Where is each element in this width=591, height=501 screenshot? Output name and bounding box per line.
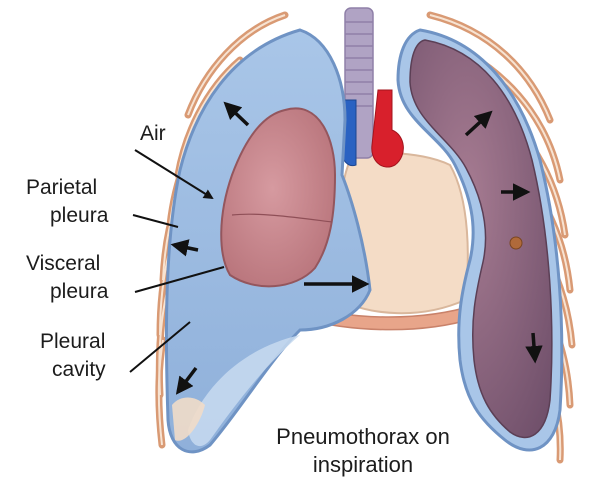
- label-air: Air: [140, 122, 166, 146]
- arrow-right-lower: [533, 333, 535, 360]
- label-pleural-cavity-line1: Pleural: [40, 330, 105, 354]
- caption-line2: inspiration: [213, 452, 513, 478]
- aorta: [372, 90, 404, 167]
- label-visceral-pleura-line2: pleura: [50, 280, 108, 304]
- caption-line1: Pneumothorax on: [213, 424, 513, 450]
- label-visceral-pleura-line1: Visceral: [26, 252, 100, 276]
- label-parietal-pleura-line1: Parietal: [26, 176, 97, 200]
- label-parietal-pleura-line2: pleura: [50, 204, 108, 228]
- lymph-node: [510, 237, 522, 249]
- label-pleural-cavity-line2: cavity: [52, 358, 106, 382]
